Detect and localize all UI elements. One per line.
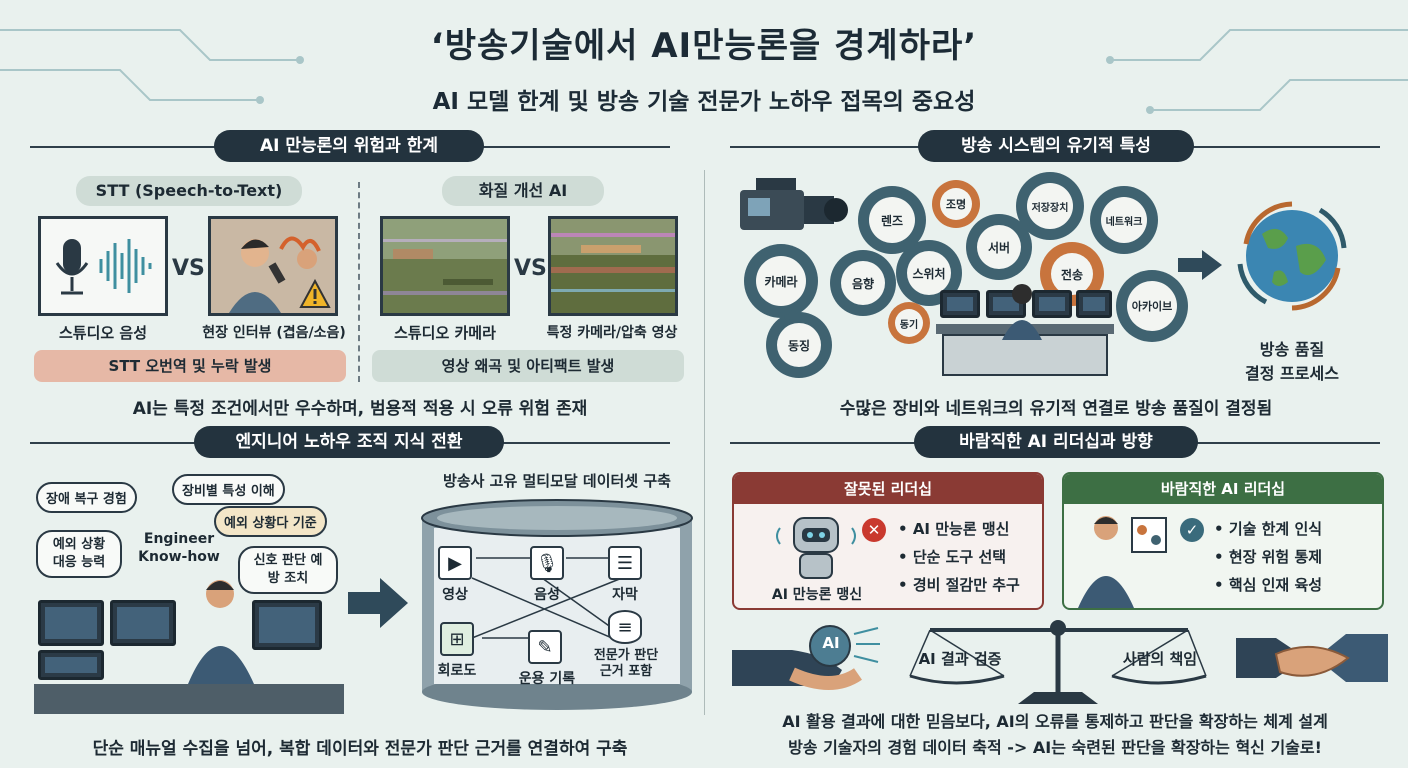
field-interview-caption: 현장 인터뷰 (겹음/소음): [202, 325, 346, 341]
video-vs: VS: [514, 256, 547, 281]
check-mark-icon: ✓: [1180, 518, 1204, 542]
gear-network: 네트워크: [1090, 186, 1158, 254]
section2-footer: 수많은 장비와 네트워크의 유기적 연결로 방송 품질이 결정됨: [839, 399, 1273, 419]
section3-heading: 엔지니어 노하우 조직 지식 전환: [194, 426, 504, 458]
waveform-icon: [99, 239, 152, 293]
bubble-signal-judgement: 신호 판단 예방 조치: [238, 546, 338, 594]
gear-storage: 저장장치: [1016, 172, 1084, 240]
wrong-leadership-caption: AI 만능론 맹신: [771, 587, 863, 603]
dataset-subtitle-label: 자막: [612, 587, 638, 603]
stt-label: STT (Speech-to-Text): [76, 176, 302, 206]
control-desk: [936, 284, 1114, 376]
earth-icon: [1237, 201, 1347, 311]
bubble-equipment: 장비별 특성 이해: [172, 474, 285, 505]
compressed-video-caption: 특정 카메라/압축 영상: [546, 325, 678, 341]
microphone-icon: [55, 239, 152, 295]
circuit-decoration: [0, 29, 1408, 114]
wrong-bullet-1: • AI 만능론 맹신: [898, 520, 1010, 538]
dataset-log-label: 운용 기록: [518, 671, 576, 687]
gear-archive: 아카이브: [1116, 270, 1188, 342]
dataset-audio-label: 음성: [534, 587, 560, 603]
warning-icon: [299, 279, 331, 308]
engineer-knowhow-label: Engineer Know-how: [138, 531, 220, 565]
arrow-right-icon: [1178, 250, 1222, 280]
studio-voice-panel: [38, 216, 168, 316]
right-bullet-2: • 현장 위험 통제: [1214, 548, 1323, 566]
wrong-leadership-title: 잘못된 리더십: [734, 474, 1042, 504]
engineer-workstation: [34, 580, 344, 714]
section4-heading: 바람직한 AI 리더십과 방향: [914, 426, 1198, 458]
quality-process-line1: 방송 품질: [1259, 340, 1325, 359]
page-title: ‘방송기술에서 AI만능론을 경계하라’: [430, 26, 978, 66]
right-bullet-1: • 기술 한계 인식: [1214, 520, 1323, 538]
section2-heading: 방송 시스템의 유기적 특성: [918, 130, 1194, 162]
wrong-bullet-2: • 단순 도구 선택: [898, 548, 1007, 566]
section1-footer: AI는 특정 조건에서만 우수하며, 범용적 적용 시 오류 위험 존재: [132, 399, 588, 419]
wrong-bullet-3: • 경비 절감만 추구: [898, 576, 1020, 594]
section3-footer: 단순 매뉴얼 수집을 넘어, 복합 데이터와 전문가 판단 근거를 연결하여 구…: [92, 739, 628, 759]
section1-divider: [358, 182, 360, 382]
operator-figure: [1002, 284, 1042, 340]
scale-right-label: 사람의 책임: [1122, 650, 1198, 668]
stt-error-bar: STT 오번역 및 누락 발생: [34, 350, 346, 382]
dataset-expert-label: 전문가 판단 근거 포함: [593, 648, 659, 679]
hand-holding-ai-icon: [732, 625, 880, 690]
microphone-icon: 🎙: [530, 546, 564, 580]
gear-lighting: 조명: [932, 180, 980, 228]
gear-lens: 렌즈: [858, 186, 926, 254]
document-icon: ☰: [608, 546, 642, 580]
wrong-leadership-card: 잘못된 리더십 ✕ AI 만능론 맹신 • AI 만능론 맹신 • 단순 도구 …: [732, 472, 1044, 610]
gear-server: 서버: [966, 214, 1032, 280]
studio-camera-panel: [380, 216, 510, 316]
section4-footer-2: 방송 기술자의 경험 데이터 축적 -> AI는 숙련된 판단을 확장하는 혁신…: [788, 738, 1322, 757]
right-leadership-card: 바람직한 AI 리더십 ✓ • 기술 한계 인식 • 현장 위험 통제 • 핵심…: [1062, 472, 1384, 610]
dataset-title: 방송사 고유 멀티모달 데이터셋 구축: [443, 472, 671, 490]
log-document-icon: ✎: [528, 630, 562, 664]
leader-figure: [1078, 516, 1167, 608]
video-error-bar: 영상 왜곡 및 아티팩트 발생: [372, 350, 684, 382]
bubble-exception-criteria: 예외 상황다 기준: [214, 506, 327, 537]
studio-camera-caption: 스튜디오 카메라: [394, 324, 496, 342]
video-file-icon: ▶: [438, 546, 472, 580]
x-mark-icon: ✕: [862, 518, 886, 542]
dataset-video-label: 영상: [442, 587, 468, 603]
dataset-circuit-label: 회로도: [437, 663, 477, 679]
section4-footer-1: AI 활용 결과에 대한 믿음보다, AI의 오류를 통제하고 판단을 확장하는…: [782, 712, 1328, 731]
gear-sync: 동기: [888, 302, 930, 344]
bubble-exception-response: 예외 상황 대응 능력: [36, 530, 122, 578]
page-subtitle: AI 모델 한계 및 방송 기술 전문가 노하우 접목의 중요성: [432, 89, 976, 115]
arrow-right-icon: [348, 578, 408, 628]
engineer-figure: [188, 580, 254, 684]
bubble-recovery: 장애 복구 경험: [36, 482, 137, 513]
quality-process-line2: 결정 프로세스: [1245, 364, 1339, 383]
field-interview-panel: [208, 216, 338, 316]
center-divider: [704, 170, 705, 715]
handshake-icon: [1236, 634, 1388, 682]
video-camera-icon: [740, 178, 848, 230]
video-ai-label: 화질 개선 AI: [442, 176, 604, 206]
database-icon: ≡: [608, 610, 642, 644]
ai-badge: AI: [822, 634, 840, 652]
robot-icon: [776, 517, 856, 579]
scale-left-label: AI 결과 검증: [918, 650, 1002, 668]
studio-voice-caption: 스튜디오 음성: [58, 324, 148, 342]
right-leadership-title: 바람직한 AI 리더십: [1064, 474, 1382, 504]
compressed-video-panel: [548, 216, 678, 316]
section1-heading: AI 만능론의 위험과 한계: [214, 130, 484, 162]
right-bullet-3: • 핵심 인재 육성: [1214, 576, 1323, 594]
gear-dongjing: 동징: [766, 312, 832, 378]
scale-icon: [909, 620, 1207, 704]
stt-vs: VS: [172, 256, 205, 281]
gear-camera: 카메라: [744, 244, 818, 318]
gear-audio: 음향: [830, 250, 896, 316]
circuit-icon: ⊞: [440, 622, 474, 656]
